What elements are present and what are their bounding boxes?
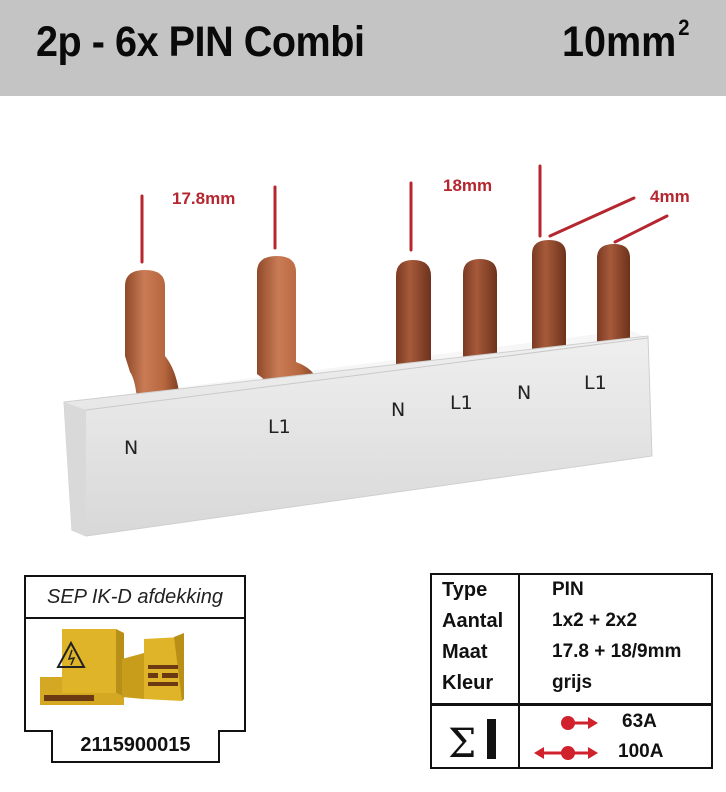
- center-feed-current: 100A: [618, 741, 664, 762]
- spec-row-kleur: Kleur grijs: [442, 672, 593, 694]
- pin-label-1: N: [124, 437, 139, 459]
- cover-image: [26, 619, 244, 730]
- cross-section-label: 10mm2: [562, 14, 690, 66]
- pin-label-6: L1: [584, 372, 607, 394]
- cover-title: SEP IK-D afdekking: [26, 577, 244, 619]
- dimension-label-17-8: 17.8mm: [172, 189, 236, 208]
- dimension-label-4: 4mm: [650, 187, 690, 206]
- article-number: 2115900015: [51, 730, 220, 763]
- cover-accessory-box: SEP IK-D afdekking: [24, 575, 246, 732]
- dimension-label-18: 18mm: [443, 176, 493, 195]
- product-title: 2p - 6x PIN Combi: [36, 18, 365, 66]
- single-feed-current: 63A: [622, 711, 657, 732]
- feed-arrows-icon: [534, 716, 598, 760]
- pin-label-2: L1: [268, 416, 291, 438]
- spec-row-aantal: Aantal 1x2 + 2x2: [442, 610, 638, 632]
- current-symbol: [487, 719, 496, 759]
- pins: [125, 240, 630, 410]
- busbar-illustration: [63, 164, 669, 537]
- pin-label-4: L1: [450, 392, 473, 414]
- dimension-lines: [140, 164, 669, 264]
- pin-label-5: N: [517, 382, 532, 404]
- sigma-symbol: Σ: [448, 721, 477, 767]
- product-photo: 17.8mm 18mm 4mm N L1 N L1 N L1: [0, 96, 726, 566]
- spec-row-type: Type PIN: [442, 579, 584, 601]
- pin-label-3: N: [391, 399, 406, 421]
- spec-table: Type PIN Aantal 1x2 + 2x2 Maat 17.8 + 18…: [430, 573, 713, 769]
- yellow-cover-illustration: [40, 629, 184, 705]
- spec-row-maat: Maat 17.8 + 18/9mm: [442, 641, 682, 663]
- header-banner: 2p - 6x PIN Combi 10mm2: [0, 0, 726, 96]
